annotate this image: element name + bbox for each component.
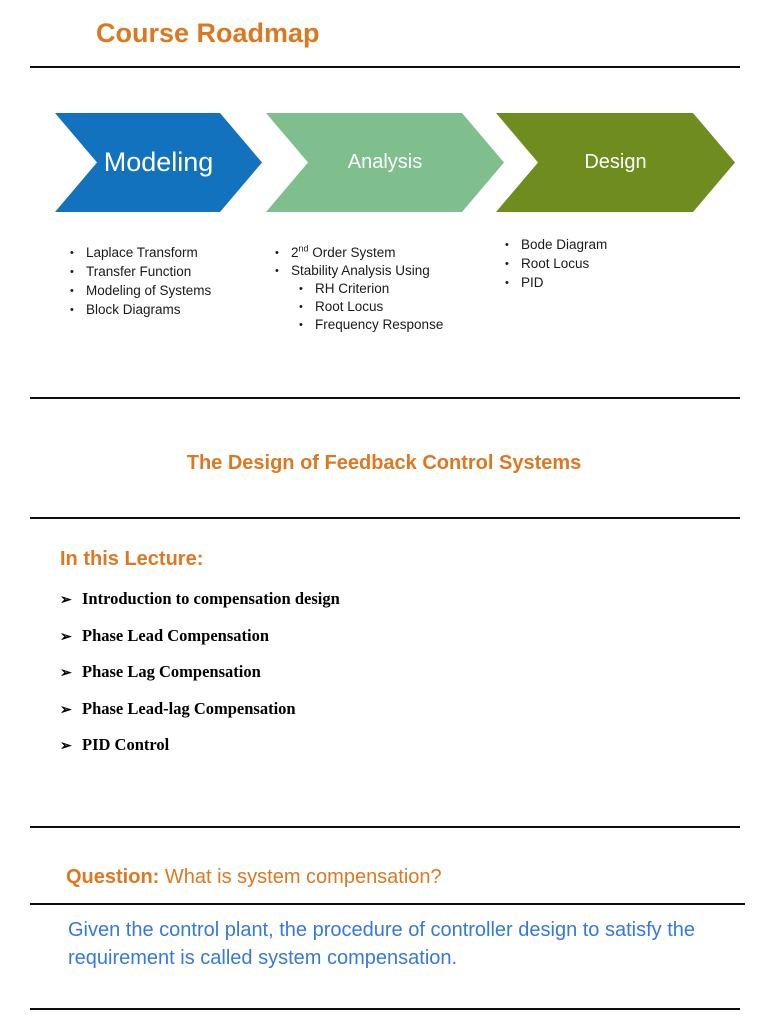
lecture-item: ➢ Introduction to compensation design: [60, 589, 340, 611]
stage-label-modeling: Modeling: [103, 147, 214, 177]
list-item: • Transfer Function: [70, 265, 211, 280]
lecture-item: ➢ Phase Lead-lag Compensation: [60, 698, 340, 721]
lecture-item-label: Phase Lag Compensation: [82, 662, 261, 681]
divider-top: [30, 66, 740, 68]
answer-text: Given the control plant, the procedure o…: [68, 919, 696, 969]
page-title: Course Roadmap: [96, 18, 320, 48]
bullet-icon: •: [275, 265, 279, 277]
arrow-bullet-icon: ➢: [60, 702, 72, 718]
stage-label-design: Design: [584, 151, 647, 173]
arrow-bullet-icon: ➢: [60, 629, 72, 645]
list-subitem: • Root Locus: [299, 300, 443, 315]
lecture-item: ➢ Phase Lag Compensation: [60, 662, 340, 684]
lecture-item-label: Phase Lead-lag Compensation: [82, 698, 296, 718]
chevron-analysis: Analysis: [266, 113, 504, 212]
list-item-label: Transfer Function: [86, 264, 192, 279]
bullet-icon: •: [505, 239, 509, 251]
list-subitem: • Frequency Response: [299, 318, 443, 333]
list-item-label: Laplace Transform: [86, 245, 198, 260]
stage-label-analysis: Analysis: [347, 151, 423, 173]
divider-bottom: [30, 1008, 740, 1010]
design-topic-list: • Bode Diagram • Root Locus • PID: [505, 238, 607, 295]
modeling-topic-list: • Laplace Transform • Transfer Function …: [70, 246, 211, 322]
section-title: The Design of Feedback Control Systems: [186, 452, 582, 474]
bullet-icon: •: [70, 266, 74, 278]
chevron-design: Design: [496, 113, 735, 212]
lecture-item-label: PID Control: [82, 735, 170, 754]
bullet-icon: •: [70, 247, 74, 259]
list-item: • PID: [505, 276, 607, 291]
question-text: What is system compensation?: [159, 866, 442, 888]
bullet-icon: •: [70, 285, 74, 297]
divider: [30, 903, 745, 905]
bullet-icon: •: [505, 258, 509, 270]
list-item-label: Root Locus: [521, 256, 590, 271]
list-item: • 2nd Order System: [275, 243, 443, 261]
lecture-item-label: Introduction to compensation design: [82, 589, 340, 608]
list-item: • Modeling of Systems: [70, 284, 211, 299]
list-item-label: PID: [521, 275, 544, 290]
list-item-label: RH Criterion: [315, 281, 390, 296]
list-item-label: Bode Diagram: [521, 237, 608, 252]
bullet-icon: •: [299, 319, 303, 331]
chevron-modeling: Modeling: [55, 113, 262, 212]
bullet-icon: •: [299, 301, 303, 313]
superscript: nd: [298, 243, 309, 254]
list-item-label: Stability Analysis Using: [291, 263, 430, 278]
list-item: • Laplace Transform: [70, 246, 211, 261]
lecture-topic-list: ➢ Introduction to compensation design ➢ …: [60, 589, 340, 773]
question-label: Question:: [66, 866, 160, 888]
list-item-label: 2nd Order System: [291, 243, 396, 260]
list-item-label: Block Diagrams: [86, 302, 181, 317]
list-item-label: Frequency Response: [315, 317, 444, 332]
arrow-bullet-icon: ➢: [60, 593, 72, 608]
lecture-item-label: Phase Lead Compensation: [82, 625, 270, 645]
arrow-bullet-icon: ➢: [60, 739, 72, 754]
question-line: Question: What is system compensation?: [66, 866, 442, 889]
bullet-icon: •: [275, 247, 279, 259]
analysis-topic-list: • 2nd Order System • Stability Analysis …: [275, 243, 443, 336]
list-item: • Bode Diagram: [505, 238, 607, 253]
bullet-icon: •: [70, 304, 74, 316]
divider: [30, 397, 740, 399]
list-item-label: Root Locus: [315, 299, 384, 314]
list-item: • Block Diagrams: [70, 303, 211, 318]
lecture-item: ➢ Phase Lead Compensation: [60, 625, 340, 648]
lecture-item: ➢ PID Control: [60, 735, 340, 757]
list-item: • Stability Analysis Using: [275, 264, 443, 279]
list-item: • Root Locus: [505, 257, 607, 272]
list-subitem: • RH Criterion: [299, 282, 443, 297]
lecture-heading: In this Lecture:: [60, 548, 204, 570]
list-item-label: Modeling of Systems: [86, 283, 212, 298]
bullet-icon: •: [505, 277, 509, 289]
divider: [30, 517, 740, 519]
arrow-bullet-icon: ➢: [60, 666, 72, 681]
bullet-icon: •: [299, 283, 303, 295]
divider: [30, 826, 740, 828]
